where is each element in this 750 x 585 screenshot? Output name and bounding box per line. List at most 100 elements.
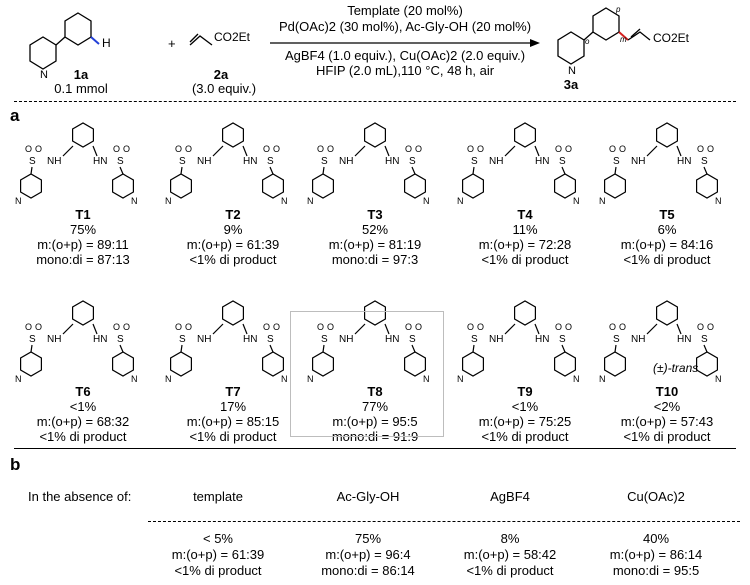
template-id: T6 [75,384,91,399]
pyridine-ring-left [603,351,627,377]
arm-bond-right [411,166,416,175]
pyridine-ring-right [111,173,134,199]
linker-bond-left [212,323,224,335]
o-label: O [35,322,42,332]
arm-bond-left [322,344,325,353]
linker-bond-right [534,323,540,335]
pyridine-n-label: N [573,374,580,384]
s-label: S [29,334,36,345]
arm-bond-left [472,344,475,353]
pyridine-ring-right [111,351,134,377]
absence-selectivity: m:(o+p) = 86:14 [609,547,703,562]
o-label: O [185,144,192,154]
pyridine-n-label: N [281,374,288,384]
absence-header: In the absence of: [28,489,132,504]
pyridine-n-label: N [457,196,464,206]
absence-column-header: Cu(OAc)2 [627,489,685,504]
absence-selectivity: m:(o+p) = 58:42 [463,547,557,562]
o-label: O [175,322,182,332]
pyridine-ring-right [553,173,577,199]
template-selectivity: m:(o+p) = 81:19 [328,237,422,252]
template-mono-di: <1% di product [39,429,127,444]
arm-bond-left [472,166,475,175]
arm-bond-right [703,344,708,353]
o-label: O [263,322,270,332]
s-label: S [267,334,274,345]
pyridine-ring-left [312,351,334,377]
linker-ring-t9 [513,300,537,326]
o-label: O [317,322,324,332]
o-label: O [123,322,130,332]
absence-column-header: AgBF4 [490,489,530,504]
o-label: O [327,322,334,332]
template-mono-di: <1% di product [481,252,569,267]
s-label: S [29,156,36,167]
o-label: O [263,144,270,154]
template-yield: 9% [223,222,243,237]
template-selectivity: m:(o+p) = 84:16 [620,237,714,252]
o-label: O [25,322,32,332]
arm-bond-right [561,344,566,353]
linker-bond-right [534,145,540,157]
s-label: S [179,334,186,345]
product-n-label: N [568,65,576,77]
pyridine-n-label: N [15,196,22,206]
linker-bond-left [504,145,516,157]
template-id: T4 [517,207,533,222]
linker-bond-right [384,323,390,335]
o-label: O [555,144,562,154]
template-selectivity: m:(o+p) = 75:25 [478,414,572,429]
pyridine-n-label: N [15,374,22,384]
sm1-ch-bond [90,36,100,45]
absence-mono-di: <1% di product [466,563,554,578]
linker-bond-left [646,145,658,157]
template-selectivity: m:(o+p) = 57:43 [620,414,714,429]
arm-bond-right [269,344,274,353]
reaction-structures: H N N o m p [29,5,651,81]
s-label: S [613,334,620,345]
template-yield: 77% [361,399,389,414]
template-mono-di: <1% di product [189,252,277,267]
template-mono-di: <1% di product [189,429,277,444]
pyridine-ring-right [553,351,577,377]
sm2-acrylate [189,35,213,46]
o-label: O [477,144,484,154]
pyridine-ring-right [404,173,426,199]
pyridine-n-label: N [281,196,288,206]
linker-bond-right [242,323,248,335]
linker-bond-right [676,145,682,157]
o-label: O [555,322,562,332]
o-label: O [609,144,616,154]
template-id: T1 [75,207,91,222]
linker-ring-t10 [655,300,679,326]
s-label: S [321,334,328,345]
o-label: O [415,144,422,154]
o-label: O [619,144,626,154]
absence-column-header: Ac-Gly-OH [336,489,400,504]
o-label: O [565,322,572,332]
linker-bond-left [62,145,74,157]
absence-selectivity: m:(o+p) = 96:4 [325,547,411,562]
arm-bond-right [269,166,274,175]
template-mono-di: mono:di = 87:13 [36,252,130,267]
o-label: O [327,144,334,154]
template-id: T2 [225,207,241,222]
template-selectivity: m:(o+p) = 95:5 [332,414,418,429]
nh-label: NH [631,156,645,167]
o-label: O [415,322,422,332]
o-label: O [25,144,32,154]
pyridine-n-label: N [715,196,722,206]
scheme-divider [14,101,736,102]
linker-bond-right [384,145,390,157]
arm-bond-right [411,344,416,353]
nh-label: NH [489,334,503,345]
pyridine-n-label: N [131,196,138,206]
template-selectivity: m:(o+p) = 89:11 [37,237,129,252]
template-mono-di: <1% di product [623,429,711,444]
linker-bond-right [242,145,248,157]
pyridine-ring-left [170,351,192,377]
template-mono-di: <1% di product [623,252,711,267]
hn-label: HN [677,156,691,167]
template-selectivity: m:(o+p) = 72:28 [478,237,572,252]
